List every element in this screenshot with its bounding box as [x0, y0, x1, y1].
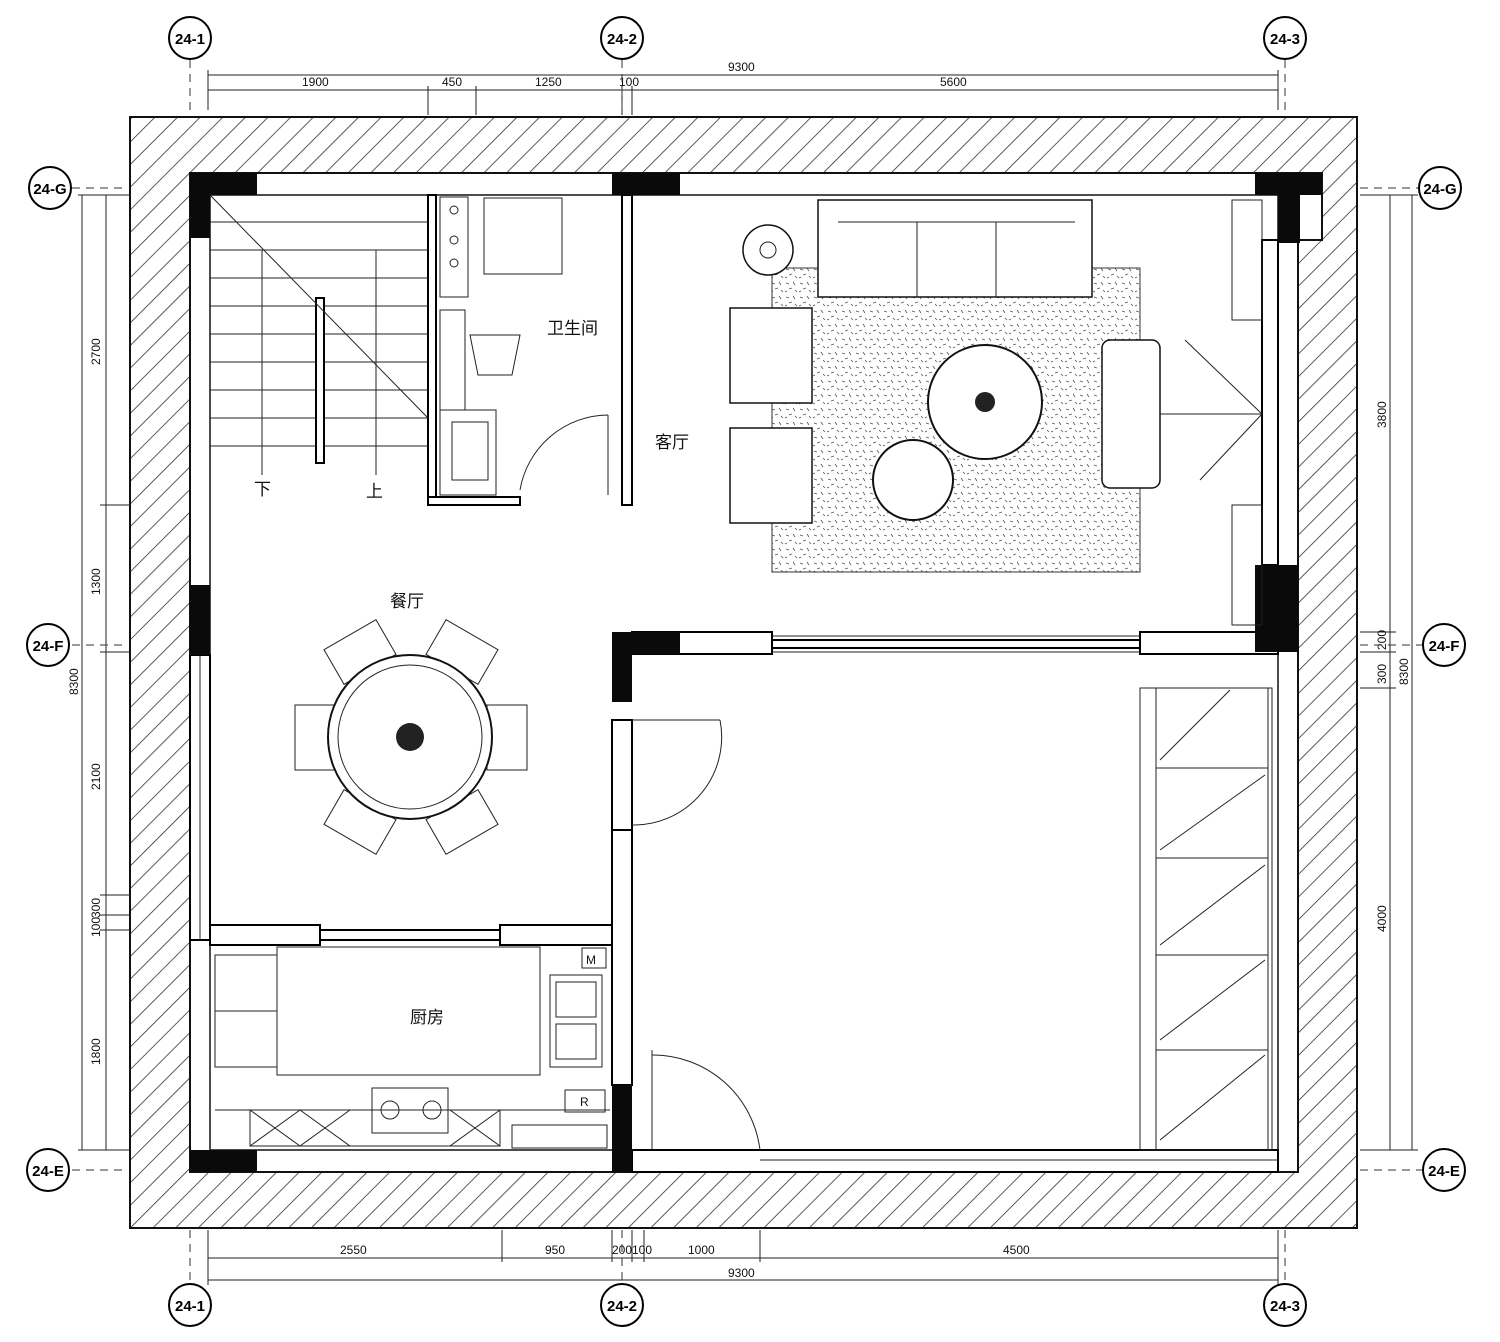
dim-right-seg: 3800	[1375, 401, 1389, 428]
dim-left-total: 8300	[67, 668, 81, 695]
dim-left-seg: 1800	[89, 1038, 103, 1065]
living-room-furniture	[729, 199, 1263, 626]
grid-label-bottom: 24-2	[607, 1298, 637, 1315]
dim-left-seg: 300	[89, 898, 103, 918]
left-dimensions: 2700 1300 2100 300 100 1800 8300	[67, 194, 130, 1151]
room-label-dining-room: 餐厅	[390, 592, 424, 612]
dim-left-seg: 2700	[89, 338, 103, 365]
dim-bottom-seg: 4500	[1003, 1243, 1030, 1257]
grid-label-right: 24-E	[1428, 1163, 1460, 1180]
grid-label-bottom: 24-1	[175, 1298, 205, 1315]
room-label-bathroom: 卫生间	[547, 319, 598, 339]
bottom-dimensions: 2550 950 200 100 1000 4500 9300	[207, 1230, 1279, 1285]
dim-bottom-seg: 100	[632, 1243, 652, 1257]
dim-top-seg: 1250	[535, 75, 562, 89]
doors	[631, 719, 761, 1151]
grid-label-top: 24-1	[175, 31, 205, 48]
dim-top-total: 9300	[728, 60, 755, 74]
dim-left-seg: 2100	[89, 763, 103, 790]
kitchen-fixtures: M R	[214, 946, 610, 1149]
dim-bottom-seg: 2550	[340, 1243, 367, 1257]
right-dimensions: 3800 200 300 4000 8300	[1360, 194, 1418, 1151]
dim-top-seg: 5600	[940, 75, 967, 89]
top-dimensions: 9300 1900 450 1250 100 5600	[207, 60, 1279, 115]
dim-top-seg: 1900	[302, 75, 329, 89]
dim-left-seg: 100	[89, 917, 103, 937]
grid-label-left: 24-G	[33, 181, 66, 198]
interior-walls	[189, 194, 1279, 1173]
dim-right-total: 8300	[1397, 658, 1411, 685]
grid-label-right: 24-G	[1423, 181, 1456, 198]
grid-axis-lines	[72, 60, 1422, 1283]
grid-label-top: 24-2	[607, 31, 637, 48]
dim-bottom-seg: 1000	[688, 1243, 715, 1257]
dim-left-seg: 1300	[89, 568, 103, 595]
staircase: 下 上	[209, 194, 429, 502]
grid-label-right: 24-F	[1429, 638, 1460, 655]
dim-top-seg: 450	[442, 75, 462, 89]
dining-table	[294, 618, 528, 856]
dim-right-seg: 300	[1375, 664, 1389, 684]
grid-bubbles	[26, 16, 1466, 1327]
dim-right-seg: 4000	[1375, 905, 1389, 932]
room-label-living-room: 客厅	[655, 433, 689, 453]
dim-bottom-total: 9300	[728, 1266, 755, 1280]
grid-label-left: 24-F	[33, 638, 64, 655]
dim-right-seg: 200	[1375, 630, 1389, 650]
microwave-label: M	[586, 953, 596, 967]
grid-label-bottom: 24-3	[1270, 1298, 1300, 1315]
grid-label-left: 24-E	[32, 1163, 64, 1180]
fridge-label: R	[580, 1095, 589, 1109]
bathroom-fixtures	[439, 196, 609, 496]
wardrobe	[1139, 687, 1273, 1151]
room-label-kitchen: 厨房	[410, 1008, 444, 1028]
grid-label-top: 24-3	[1270, 31, 1300, 48]
exterior-wall	[129, 116, 1358, 1229]
stair-up-label: 上	[366, 482, 383, 502]
dim-bottom-seg: 950	[545, 1243, 565, 1257]
stair-down-label: 下	[254, 480, 271, 500]
dim-top-seg: 100	[619, 75, 639, 89]
